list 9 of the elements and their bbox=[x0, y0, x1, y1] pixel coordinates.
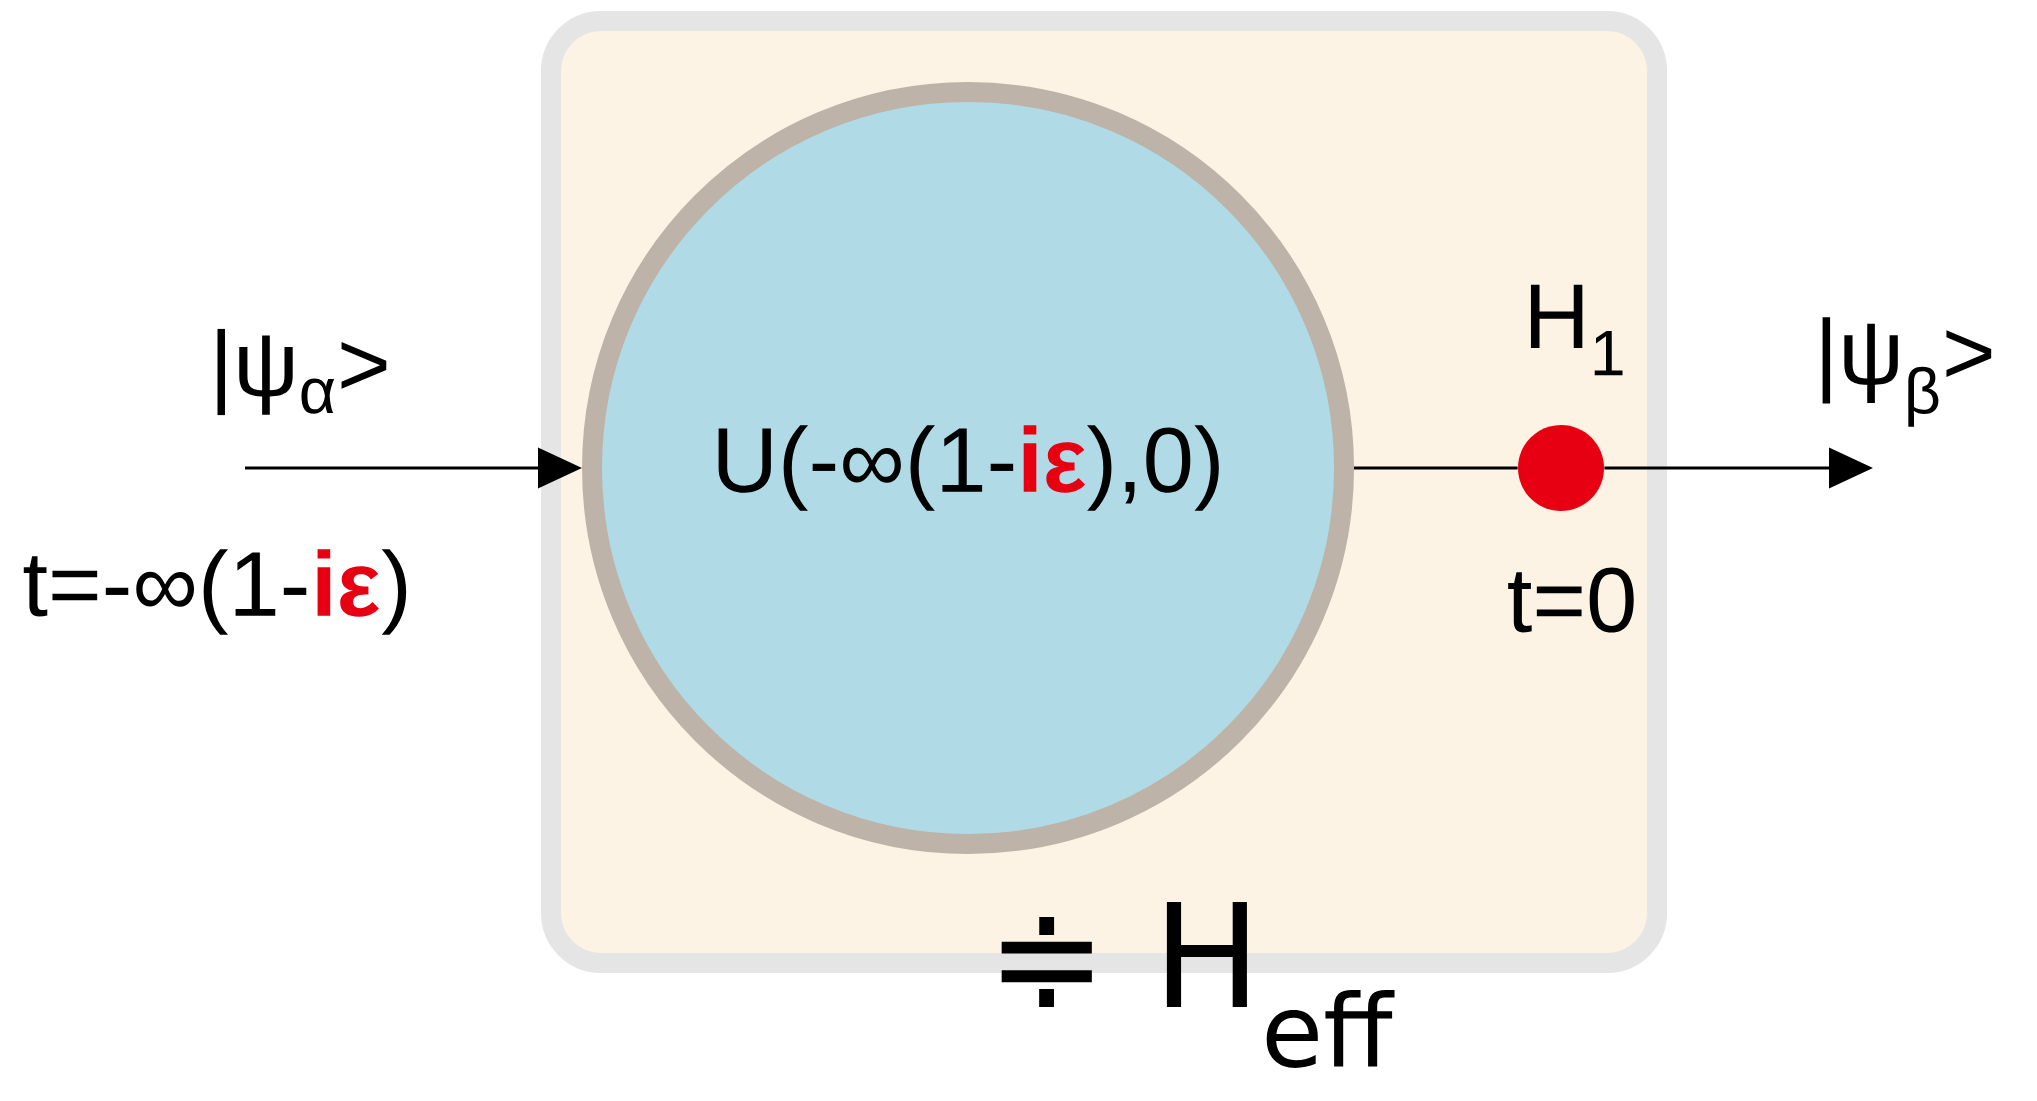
text-label: |ψ$_{β}$> bbox=[1822, 317, 1992, 427]
node-heading: ≑ H$_{eff}$ bbox=[1001, 902, 1395, 1068]
text-label: |ψ$_{α}$> bbox=[217, 328, 387, 416]
node-caption: t=0 bbox=[1508, 567, 1634, 633]
text-label: t=-∞(1- bbox=[23, 549, 307, 635]
node-caption: H$_{1}$ bbox=[1530, 284, 1623, 376]
text-label: iε bbox=[317, 549, 379, 617]
text-label: ) bbox=[381, 549, 407, 635]
vertex-dot bbox=[1518, 425, 1604, 511]
